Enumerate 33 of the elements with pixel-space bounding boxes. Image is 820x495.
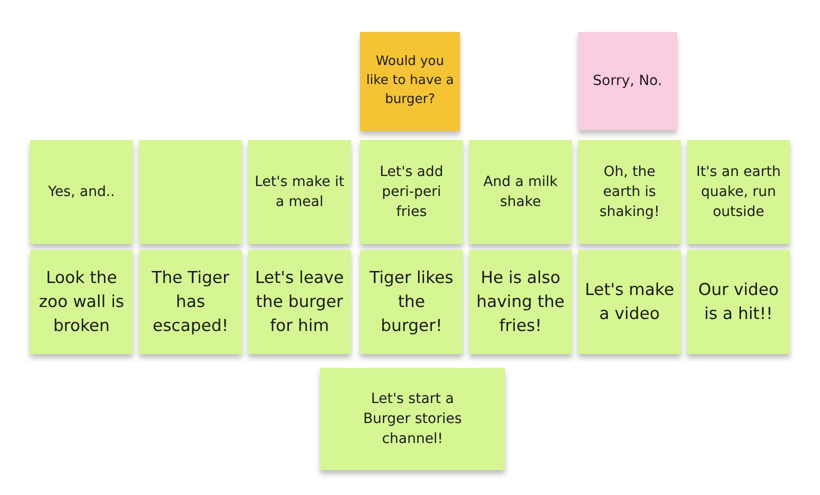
note-text: Sorry, No. (592, 72, 662, 91)
sticky-note (469, 140, 572, 244)
sticky-note (687, 140, 790, 244)
note-text: The Tiger has escaped! (150, 267, 230, 337)
sticky-note (30, 140, 133, 244)
note-text: Let's make a video (584, 279, 675, 325)
sticky-note (360, 32, 460, 131)
sticky-note (320, 368, 505, 470)
sticky-note (139, 140, 242, 244)
note-text: Our video is a hit!! (697, 279, 780, 325)
sticky-note (248, 140, 351, 244)
sticky-note (578, 32, 677, 130)
sticky-note (139, 250, 242, 354)
sticky-note (687, 250, 790, 354)
note-text: Oh, the earth is shaking! (598, 162, 661, 222)
note-text: It's an earth quake, run outside (695, 162, 782, 222)
sticky-note (360, 250, 463, 354)
note-text: He is also having the fries! (475, 267, 566, 337)
note-text: And a milk shake (482, 172, 559, 212)
sticky-note (578, 250, 681, 354)
sticky-note (469, 250, 572, 354)
note-text: Yes, and.. (48, 182, 115, 202)
note-text: Let's add peri-peri fries (378, 162, 444, 222)
sticky-note (248, 250, 351, 354)
sticky-note (360, 140, 463, 244)
note-text: Let's start a Burger stories channel! (362, 390, 463, 450)
note-text: Let's make it a meal (254, 172, 345, 212)
sticky-note (578, 140, 681, 244)
note-text: Look the zoo wall is broken (38, 267, 126, 337)
note-text: Let's leave the burger for him (254, 267, 345, 337)
note-text: Would you like to have a burger? (366, 53, 454, 109)
note-text: Tiger likes the burger! (368, 267, 454, 337)
sticky-note (30, 250, 133, 354)
